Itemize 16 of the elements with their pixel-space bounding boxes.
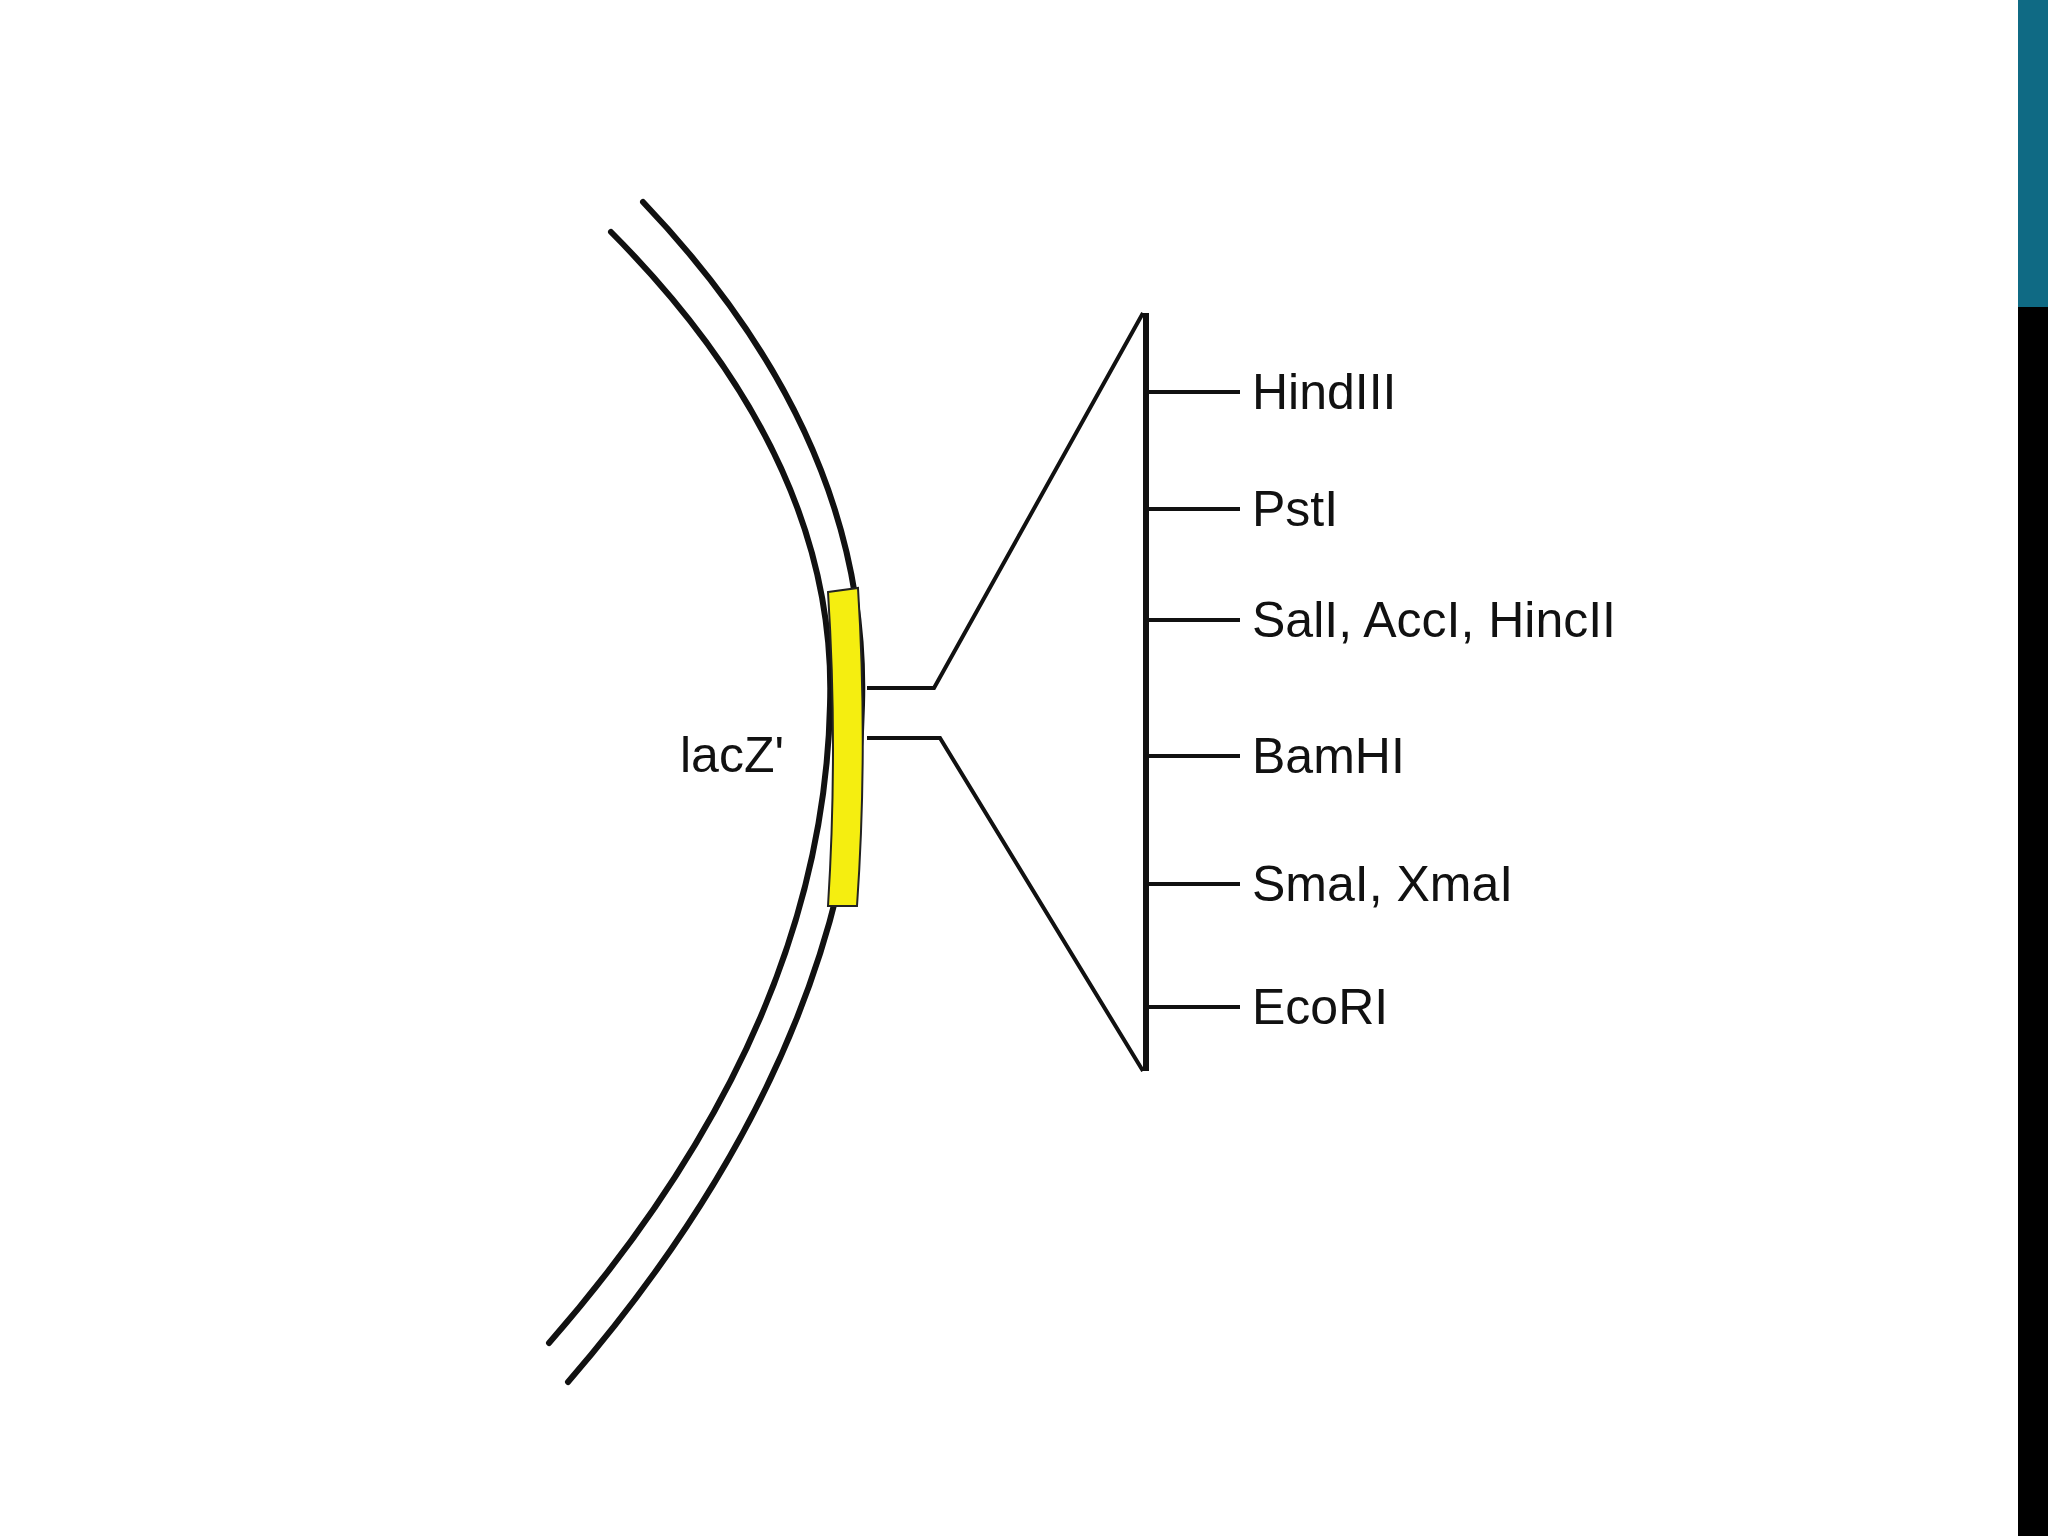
- restriction-site-label: HindIII: [1244, 362, 1405, 422]
- restriction-site-label: EcoRI: [1244, 977, 1397, 1037]
- expansion-line: [867, 312, 1145, 690]
- site-tick-line: [1149, 618, 1240, 622]
- restriction-site-label: BamHI: [1244, 726, 1413, 786]
- site-tick-line: [1149, 390, 1240, 394]
- site-tick-line: [1149, 1005, 1240, 1009]
- site-tick-line: [1149, 882, 1240, 886]
- restriction-site-label: SalI, AccI, HincII: [1244, 590, 1624, 650]
- site-tick-line: [1149, 754, 1240, 758]
- restriction-site-label: PstI: [1244, 479, 1347, 539]
- site-tick-line: [1149, 507, 1240, 511]
- expansion-line: [867, 736, 1145, 1073]
- restriction-site-label: SmaI, XmaI: [1244, 854, 1522, 914]
- gene-label: lacZ': [680, 730, 784, 780]
- cloning-site-bar: [1143, 313, 1149, 1071]
